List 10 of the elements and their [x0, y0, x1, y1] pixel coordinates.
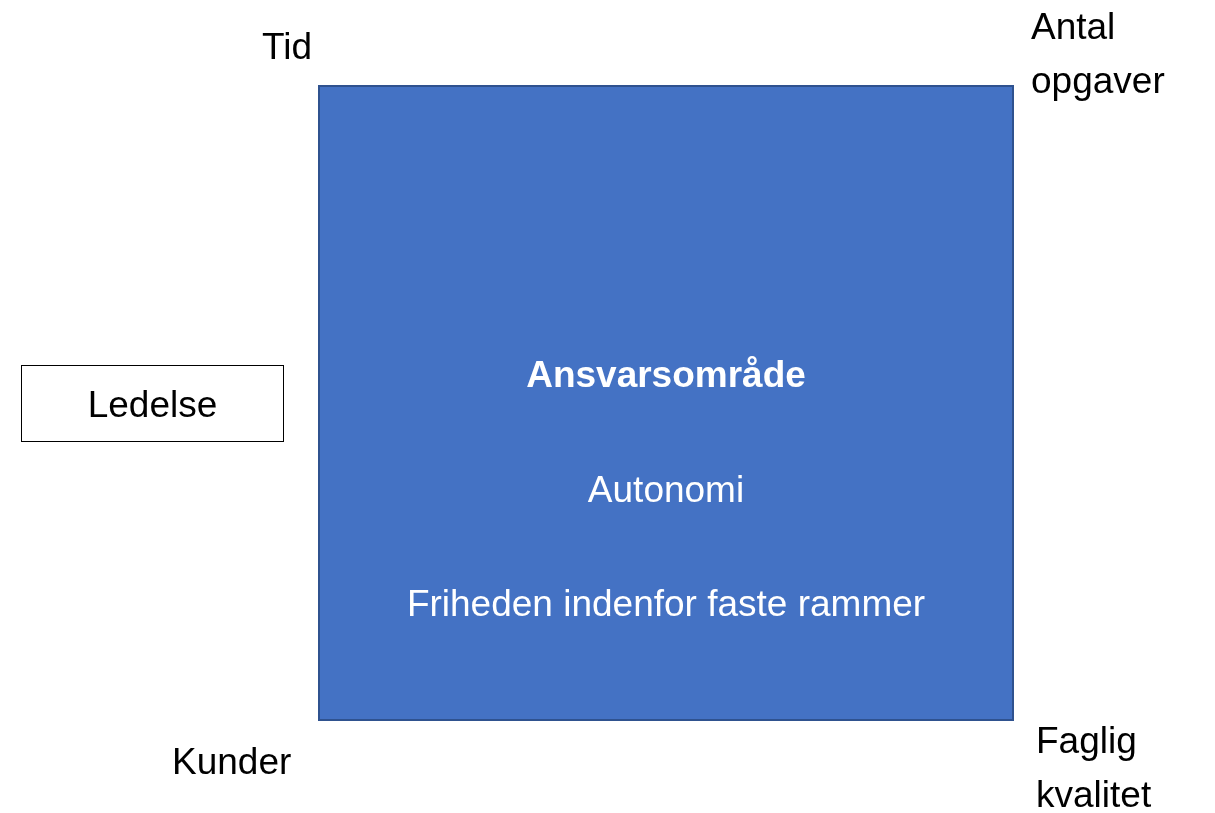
corner-label: Kunder	[172, 740, 293, 784]
heading-text: Ansvarsområde	[526, 353, 806, 397]
body-text: Ledelse	[87, 383, 218, 427]
label-box	[21, 365, 284, 442]
body-text: Friheden indenfor faste rammer	[406, 582, 926, 626]
corner-label: Faglig kvalitet	[1036, 719, 1153, 813]
area-box	[318, 85, 1014, 721]
corner-label: Tid	[262, 25, 314, 69]
corner-label: Antal opgaver	[1031, 5, 1166, 103]
body-text: Autonomi	[587, 468, 745, 512]
